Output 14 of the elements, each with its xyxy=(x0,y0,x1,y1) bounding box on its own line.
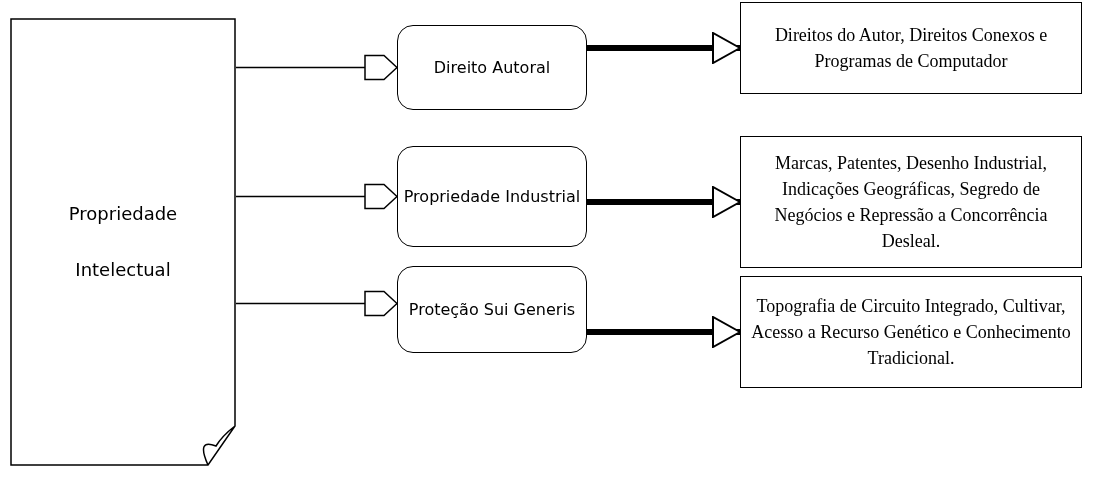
node-text: Direito Autoral xyxy=(433,58,551,77)
node-text: Direitos do Autor, Direitos Conexos e Programas de Computador xyxy=(773,24,1049,73)
category-box xyxy=(397,25,587,110)
category-box xyxy=(397,266,587,353)
node-text: Proteção Sui Generis xyxy=(408,300,576,319)
node-text: Marcas, Patentes, Desenho Industrial, Indicações Geográficas, Segredo de Negócios e Repressão a Concorrência Desleal. xyxy=(773,152,1049,253)
node-text: Topografia de Circuito Integrado, Cultivar, Acesso a Recurso Genético e Conhecimento Tradicional. xyxy=(750,295,1072,370)
document-shape xyxy=(10,18,236,466)
node-text: Propriedade Industrial xyxy=(403,187,581,206)
description-box xyxy=(740,276,1082,388)
description-box xyxy=(740,136,1082,268)
description-box xyxy=(740,2,1082,94)
node-text: Propriedade Intelectual xyxy=(67,202,179,282)
category-box xyxy=(397,146,587,247)
